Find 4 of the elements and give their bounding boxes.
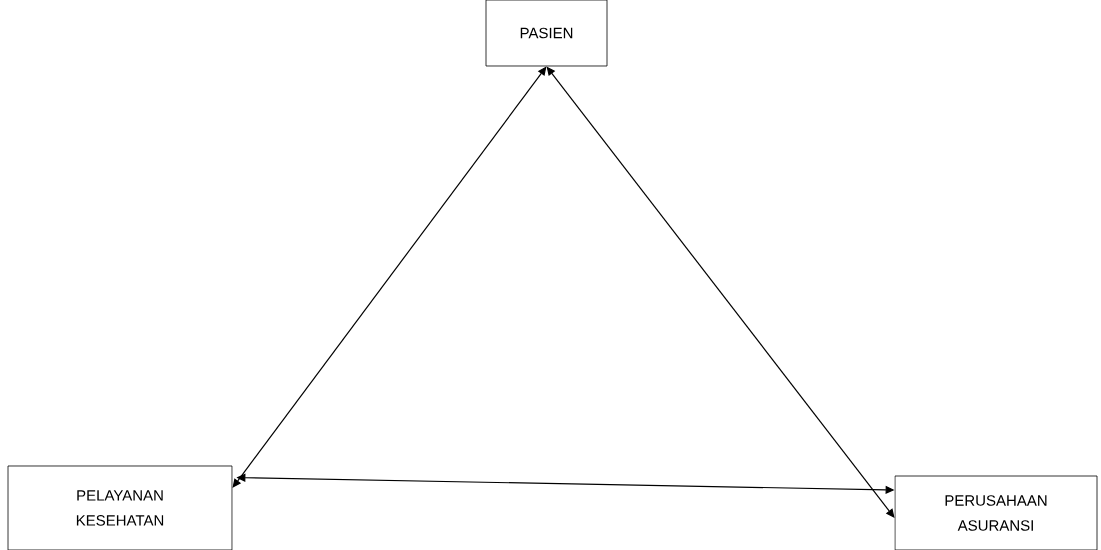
entity-box: PERUSAHAAN ASURANSI: [894, 475, 1098, 550]
entity-box: PASIEN: [485, 0, 608, 67]
entity-box: PELAYANAN KESEHATAN: [7, 465, 233, 550]
double-arrow: [546, 66, 895, 518]
